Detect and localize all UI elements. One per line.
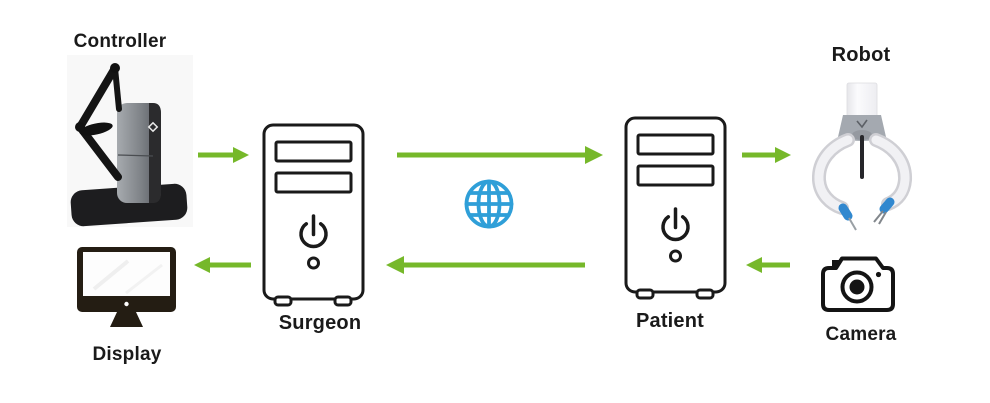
tower-foot [635,288,655,300]
tower-case [262,123,365,301]
camera-icon [821,256,895,312]
label-controller: Controller [73,31,167,52]
controller-joint-elbow [75,122,85,132]
screen-glare [125,263,163,295]
screen-glare [92,259,130,291]
camera-flash-dot [875,271,882,278]
robot-right-tool-mount [879,197,895,214]
tower-led-dot [669,249,682,263]
arrow-surgeon-to-display [194,257,251,273]
robot-column [846,82,878,118]
robot-right-forceps [873,210,887,225]
controller-body-edge [149,103,161,203]
controller-arm-upper [76,64,119,131]
arrow-surgeon-to-patient [397,146,603,164]
arrow-camera-to-patient [746,257,790,273]
controller-arm-link [112,65,122,112]
patient-pc-tower-icon [624,116,727,300]
monitor-chin-dot [124,301,129,307]
robot-logo-v [856,119,868,129]
label-patient: Patient [635,310,705,332]
arrow-controller-to-surgeon [198,147,249,163]
label-surgeon: Surgeon [278,312,362,334]
robot-right-arm-highlight [871,135,910,209]
surgeon-pc-tower-icon [262,123,365,307]
controller-joint-top [110,63,120,73]
drive-bay [274,140,353,163]
power-icon [661,215,690,242]
globe-icon [464,179,514,229]
controller-handle [79,122,113,136]
arrow-patient-to-robot [742,147,791,163]
monitor-icon [77,247,176,327]
label-display: Display [92,344,162,365]
drive-bay [274,171,353,194]
monitor-stand [110,312,143,327]
tower-case [624,116,727,294]
arrows [194,146,791,274]
power-icon [299,222,328,249]
tower-foot [333,295,353,307]
robot-left-arm-highlight [814,135,853,213]
tower-foot [695,288,715,300]
tower-led-dot [307,256,320,270]
haptic-controller-image [67,55,193,227]
tower-foot [273,295,293,307]
surgical-robot-image [812,82,912,231]
controller-seam [117,154,154,157]
label-camera: Camera [825,324,897,345]
label-robot: Robot [831,44,891,66]
camera-lens-inner [849,279,865,295]
drive-bay [636,133,715,156]
drive-bay [636,164,715,187]
arrow-patient-to-surgeon [386,256,585,274]
robot-left-tool-mount [838,203,853,221]
controller-logo-diamond [147,121,159,133]
robot-left-instrument [848,217,857,231]
